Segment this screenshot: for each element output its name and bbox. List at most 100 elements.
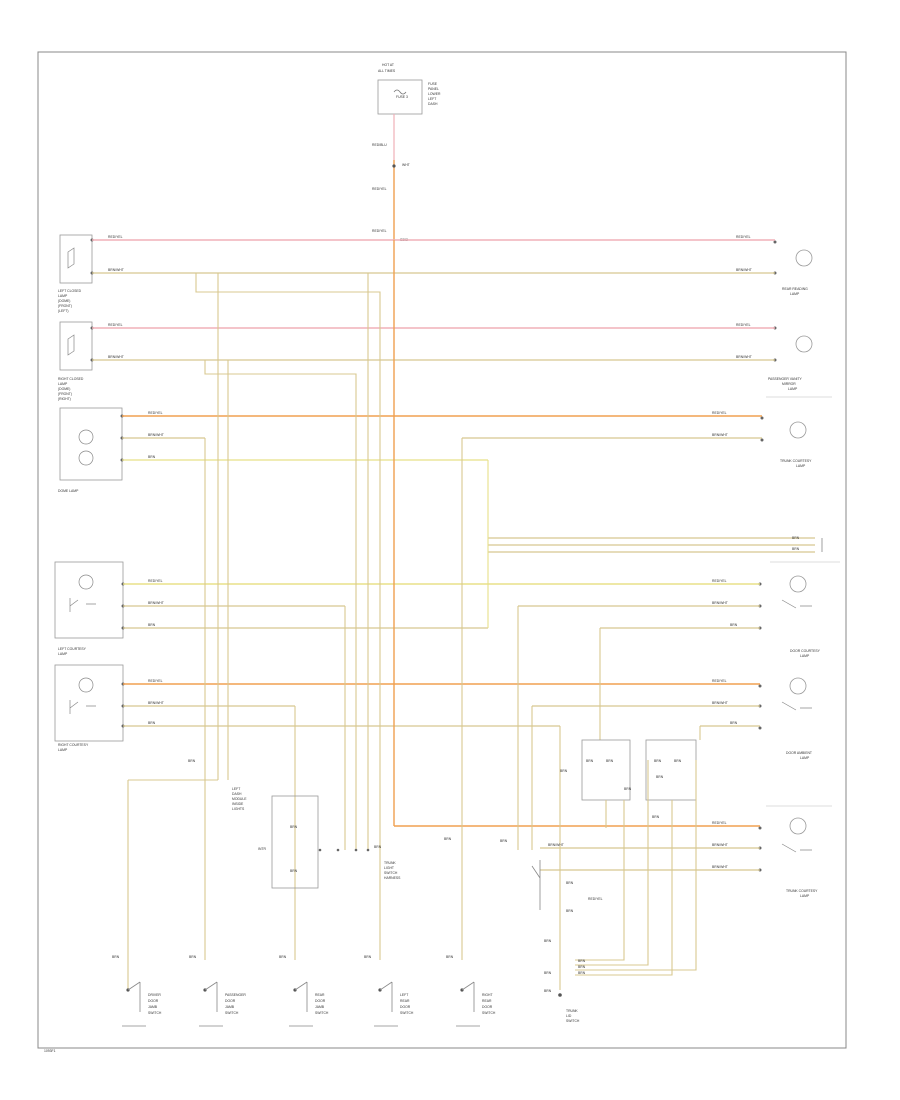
jamb-switch-label: DOOR [148,999,159,1003]
svg-text:HARNESS: HARNESS [384,876,401,880]
trunk-courtesy-lower-label-1: TRUNK COURTESY [786,889,818,893]
right-closed-lamp-sub-1: (DOME) [58,387,70,391]
svg-text:BRN: BRN [566,909,574,913]
left-courtesy-lamp-label-1: LEFT COURTESY [58,647,87,651]
jamb-switch-label: REAR [400,999,410,1003]
jamb-switch-wire-label: BRN [189,955,197,959]
diagram-frame [37,51,847,1049]
svg-text:BRN/WHT: BRN/WHT [712,843,728,847]
left-courtesy-lamp: LEFT COURTESY LAMP [54,561,125,656]
svg-text:RED/YEL: RED/YEL [148,579,163,583]
jamb-switch-label: REAR [315,993,325,997]
fuse-side-2: PANEL [428,87,439,91]
svg-text:DASH: DASH [232,792,242,796]
svg-text:BRN: BRN [544,989,552,993]
trunk-courtesy-lamp-lower: TRUNK COURTESY LAMP [758,817,818,898]
right-closed-lamp: RIGHT CLOSED LAMP (DOME) (FRONT) (RIGHT) [58,321,94,401]
svg-text:RED/YEL: RED/YEL [148,679,163,683]
door-courtesy-lamp-label-1: DOOR COURTESY [790,649,821,653]
svg-text:RED/YEL: RED/YEL [712,411,727,415]
svg-text:BRN: BRN [148,721,156,725]
svg-text:BRN/WHT: BRN/WHT [712,865,728,869]
svg-text:RED/YEL: RED/YEL [712,579,727,583]
right-relay-boxes [575,726,701,976]
left-closed-lamp-label-2: LAMP [58,294,68,298]
rear-reading-lamp-label-1: REAR READING [782,287,808,291]
svg-text:BRN: BRN [578,959,586,963]
jamb-switch-label: REAR [482,999,492,1003]
svg-text:BRN: BRN [544,939,552,943]
right-closed-lamp-sub-3: (RIGHT) [58,397,71,401]
jamb-switch-label: RIGHT [482,993,493,997]
jamb-switch-label: JAMB [315,1005,325,1009]
jamb-switch-5: BRN RIGHT REAR DOOR SWITCH [446,955,496,1027]
right-closed-lamp-label-2: LAMP [58,382,68,386]
left-courtesy-lamp-label-2: LAMP [58,652,68,656]
svg-text:BRN/WHT: BRN/WHT [736,268,752,272]
svg-text:LID: LID [566,1014,572,1018]
wire-vertical-3 [195,273,381,960]
svg-text:LIGHT: LIGHT [384,866,394,870]
fuse-splice-dot [392,164,396,168]
rear-reading-lamp-label-2: LAMP [790,292,800,296]
passenger-vanity-lamp-label-1: PASSENGER VANITY [768,377,803,381]
left-closed-lamp-sub-2: (FRONT) [58,304,72,308]
left-closed-lamp-sub-3: (LEFT) [58,309,69,313]
jamb-switch-wire-label: BRN [279,955,287,959]
svg-text:BRN: BRN [148,455,156,459]
svg-text:BRN: BRN [586,759,594,763]
svg-text:BRN: BRN [290,869,298,873]
fuse-side-1: FUSE [428,82,438,86]
svg-text:BRN/WHT: BRN/WHT [712,701,728,705]
svg-text:TRUNK: TRUNK [384,861,396,865]
dash-module-label: LEFT DASH MODULE INSIDE LIGHTS [232,787,247,811]
left-closed-lamp-label-1: LEFT CLOSED [58,289,82,293]
svg-text:BRN: BRN [792,536,800,540]
passenger-vanity-lamp-label-2: MIRROR [782,382,796,386]
wire-vertical-4 [204,360,357,850]
svg-text:LEFT: LEFT [232,787,240,791]
svg-text:MODULE: MODULE [232,797,247,801]
svg-text:BRN: BRN [290,825,298,829]
bottom-switches: BRNDRIVERDOORJAMBSWITCHBRNPASSENGERDOORJ… [112,955,496,1027]
svg-text:BRN: BRN [500,839,508,843]
svg-text:TRUNK: TRUNK [566,1009,578,1013]
jamb-switch-symbol [199,981,223,1027]
jamb-switch-label: DOOR [482,1005,493,1009]
jamb-switch-label: SWITCH [482,1011,496,1015]
fuse-header-1: HOT AT [382,63,394,67]
jamb-switch-label: JAMB [148,1005,158,1009]
svg-text:BRN/WHT: BRN/WHT [108,268,124,272]
fuse-label: FUSE 3 [396,95,408,99]
svg-text:BRN: BRN [624,787,632,791]
fuse-side-3: LOWER [428,92,441,96]
jamb-switch-wire-label: BRN [364,955,372,959]
jamb-switch-wire-label: BRN [446,955,454,959]
right-closed-lamp-label-1: RIGHT CLOSED [58,377,84,381]
fuse-wire-b-label: WHT [402,163,410,167]
jamb-switch-label: DOOR [225,999,236,1003]
svg-text:BRN: BRN [578,965,586,969]
jamb-switch-label: SWITCH [148,1011,162,1015]
footer-code: 1093F1 [44,1049,56,1053]
rear-reading-lamp: REAR READING LAMP [773,240,813,296]
svg-text:RED/YEL: RED/YEL [712,679,727,683]
jamb-switch-label: SWITCH [315,1011,329,1015]
fuse-box [377,79,423,115]
door-ambient-lamp-label-1: DOOR AMBIENT [786,751,812,755]
passenger-vanity-lamp: PASSENGER VANITY MIRROR LAMP [766,326,832,398]
svg-text:BRN/WHT: BRN/WHT [712,601,728,605]
svg-text:SWITCH: SWITCH [566,1019,580,1023]
trunk-courtesy-lower-label-2: LAMP [800,894,810,898]
fuse-wire-c-label: RED/YEL [372,187,387,191]
jamb-switch-1: BRN DRIVER DOOR JAMB SWITCH [112,955,162,1027]
right-closed-lamp-sub-2: (FRONT) [58,392,72,396]
svg-text:BRN/WHT: BRN/WHT [148,601,164,605]
svg-text:SWITCH: SWITCH [384,871,398,875]
fuse-wire-a-label: RED/BLU [372,143,387,147]
jamb-switch-wire-label: BRN [112,955,120,959]
jamb-switch-label: JAMB [225,1005,235,1009]
jamb-switch-label: DRIVER [148,993,161,997]
svg-text:RED/YEL: RED/YEL [108,323,123,327]
